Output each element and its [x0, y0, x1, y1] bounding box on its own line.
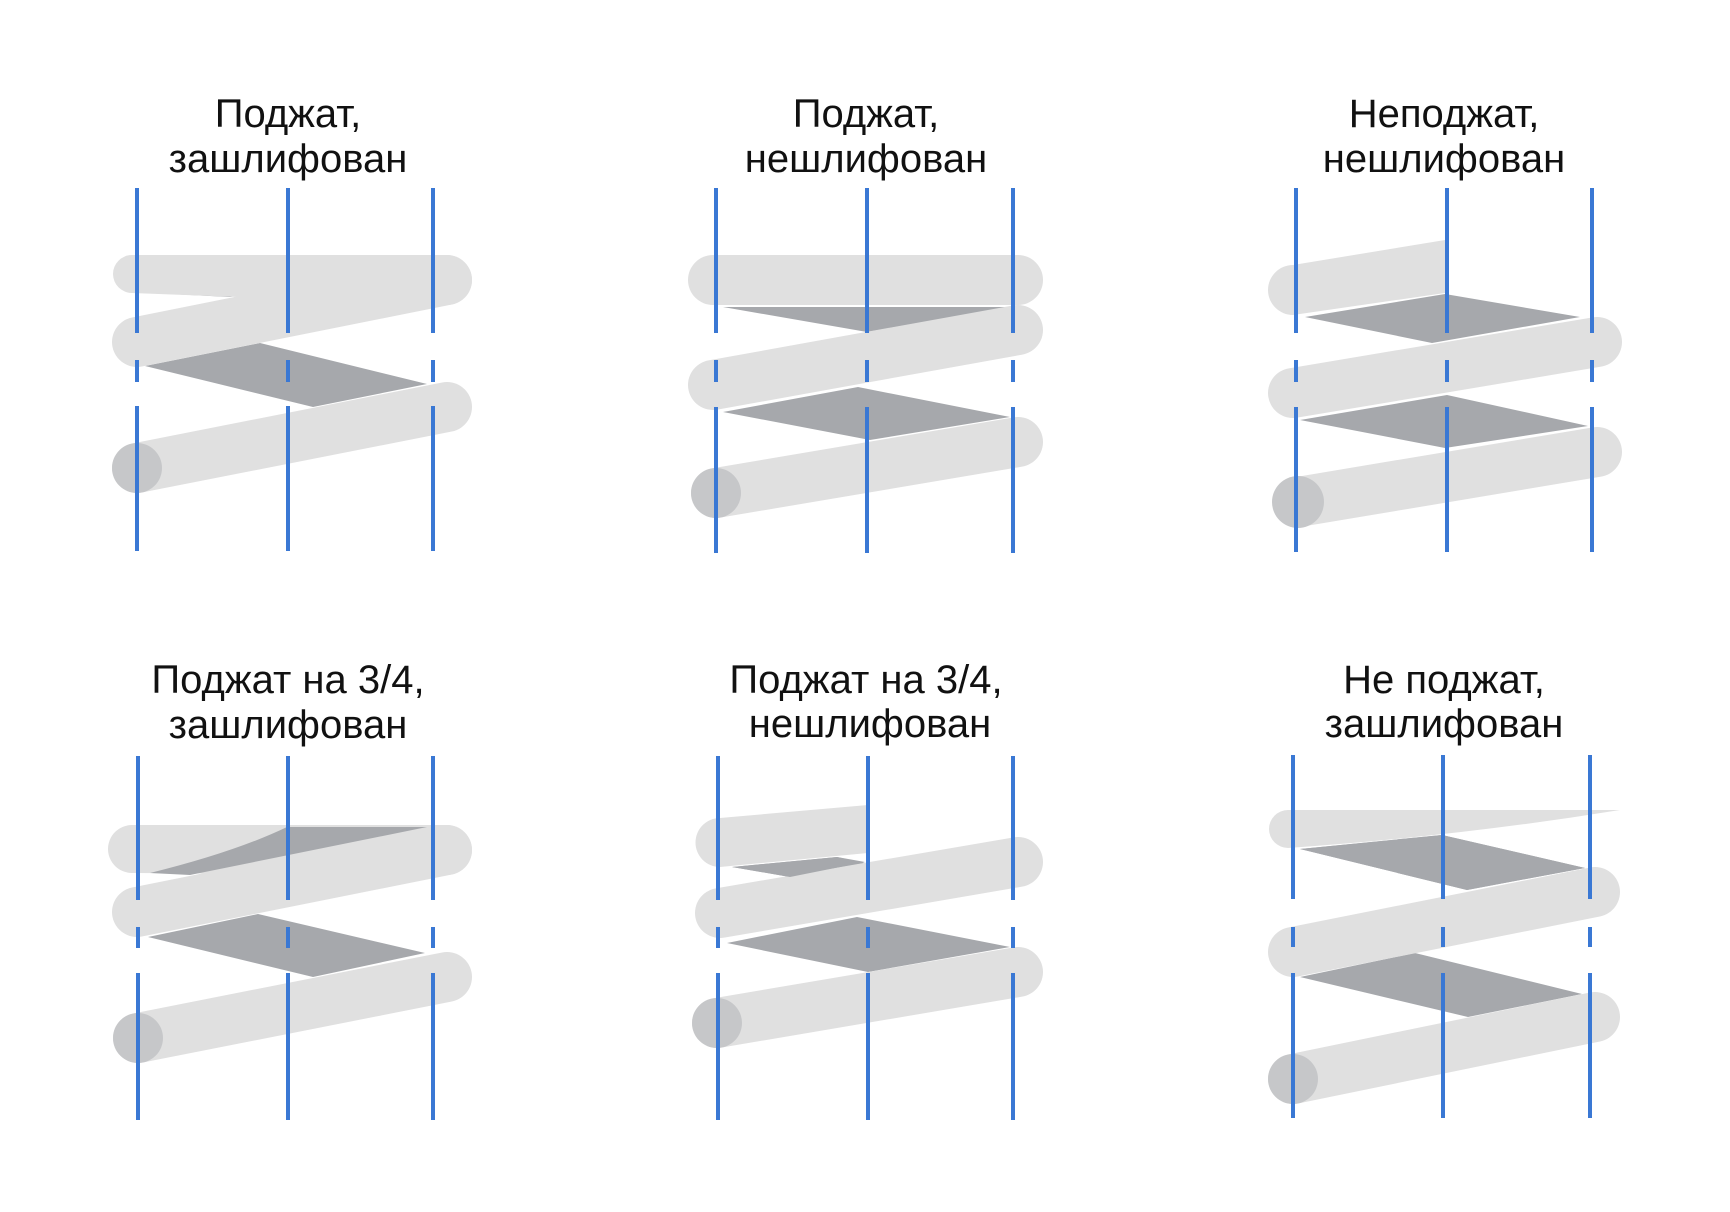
inner-surface [1300, 395, 1588, 448]
panel-title-line2: зашлифован [169, 137, 408, 181]
panel-title-line1: Поджат на 3/4, [151, 658, 424, 702]
axis-lines [1291, 755, 1592, 1118]
coil-middle [1268, 867, 1620, 977]
panel-three-quarter-not-ground: Поджат на 3/4, нешлифован [692, 658, 1043, 1120]
coil-bottom [112, 382, 472, 493]
panel-title-line2: нешлифован [1323, 137, 1565, 181]
panel-title-line2: нешлифован [749, 702, 991, 746]
panel-title-line1: Поджат, [215, 92, 362, 136]
panel-title-line1: Не поджат, [1343, 658, 1545, 702]
axis-lines [716, 756, 1015, 1120]
panel-closed-ground: Поджат, зашлифован [112, 92, 472, 551]
panel-title-line1: Неподжат, [1349, 92, 1540, 136]
axis-lines [136, 756, 435, 1120]
panel-open-not-ground: Неподжат, нешлифован [1268, 92, 1622, 552]
panel-title-line2: нешлифован [745, 137, 987, 181]
spring-illustration [112, 255, 472, 493]
coil-top-partial [695, 805, 868, 867]
panel-open-ground: Не поджат, зашлифован [1268, 658, 1620, 1118]
panel-closed-not-ground: Поджат, нешлифован [688, 92, 1043, 553]
axis-lines [714, 188, 1015, 553]
axis-lines [135, 188, 435, 551]
coil-bottom [113, 952, 472, 1063]
spring-illustration [688, 255, 1043, 518]
panel-title-line2: зашлифован [169, 703, 408, 747]
panel-title-line1: Поджат, [793, 92, 940, 136]
inner-surface [1305, 294, 1580, 343]
panel-title-line2: зашлифован [1325, 702, 1564, 746]
coil-top-partial [1268, 240, 1445, 315]
coil-top-ground [113, 255, 472, 305]
coil-middle [688, 305, 1043, 410]
spring-illustration [692, 805, 1043, 1048]
panel-three-quarter-ground: Поджат на 3/4, зашлифован [108, 658, 472, 1120]
inner-surface [732, 857, 865, 877]
spring-illustration [1268, 240, 1622, 528]
panel-title-line1: Поджат на 3/4, [729, 658, 1002, 702]
axis-lines [1294, 188, 1594, 552]
